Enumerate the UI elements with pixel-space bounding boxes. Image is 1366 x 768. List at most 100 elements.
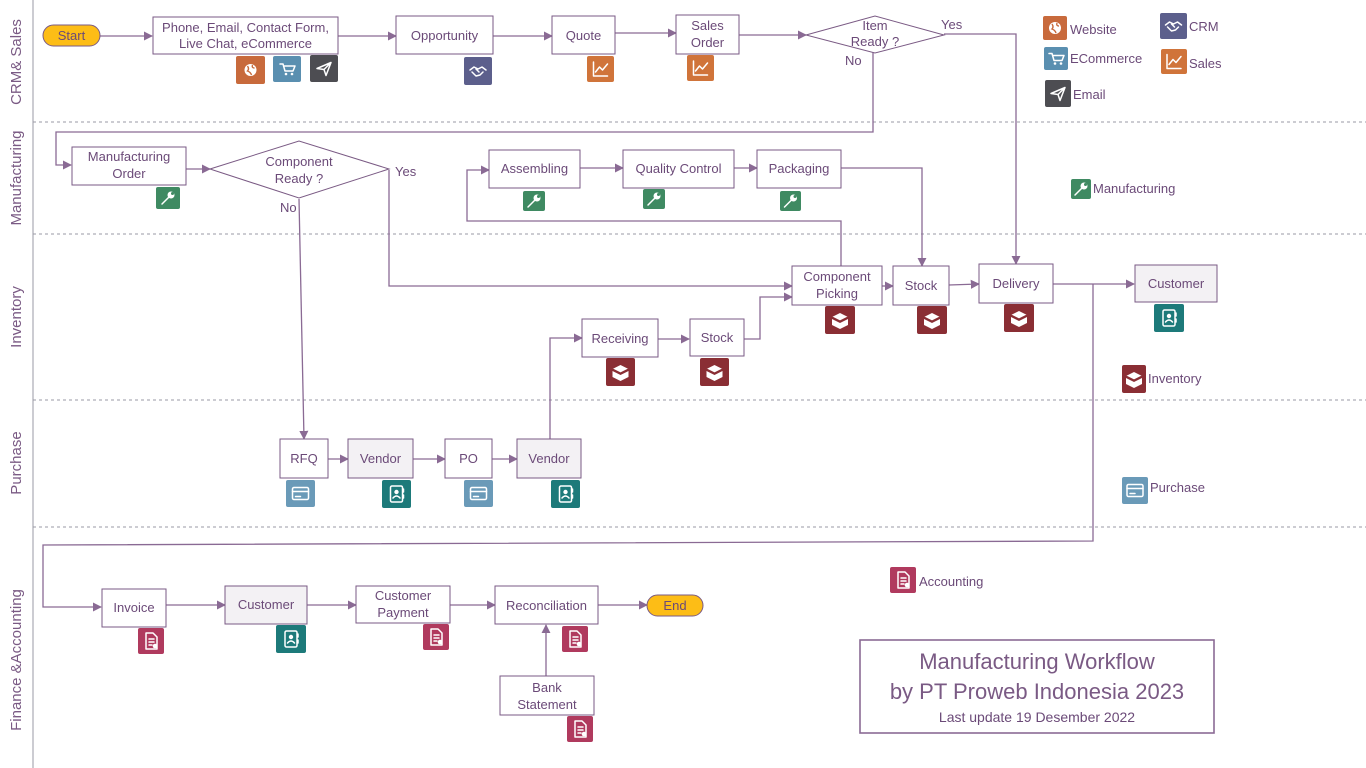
node-channels[interactable]: Phone, Email, Contact Form, Live Chat, e…	[152, 16, 339, 55]
node-quote-label: Quote	[566, 28, 601, 43]
sales-icon	[687, 55, 714, 81]
lane-label-finance: Finance &Accounting	[8, 589, 25, 731]
node-po[interactable]: PO	[444, 438, 493, 479]
node-reconciliation-label: Reconciliation	[506, 598, 587, 613]
legend-sales-label: Sales	[1189, 56, 1222, 71]
legend-website: Website	[1043, 16, 1117, 40]
node-sales-order-line2: Order	[691, 35, 725, 50]
manufacturing-icon	[780, 191, 801, 211]
decision-component-ready[interactable]: Component Ready ?	[208, 140, 391, 199]
node-customer-payment-line1: Customer	[375, 588, 432, 603]
decision-item-ready-line1: Item	[862, 18, 887, 33]
node-receiving-label: Receiving	[591, 331, 648, 346]
website-icon	[236, 56, 265, 84]
accounting-icon	[567, 716, 593, 742]
node-manufacturing-order-line2: Order	[112, 166, 146, 181]
contact-icon	[382, 480, 411, 508]
node-quality-control-label: Quality Control	[636, 161, 722, 176]
node-channels-line2: Live Chat, eCommerce	[179, 36, 312, 51]
decision-item-ready[interactable]: Item Ready ?	[804, 15, 946, 54]
contact-icon	[551, 480, 580, 508]
legend-purchase-label: Purchase	[1150, 480, 1205, 495]
purchase-icon	[464, 480, 493, 507]
start-terminal[interactable]: Start	[42, 24, 101, 47]
node-packaging[interactable]: Packaging	[756, 149, 842, 189]
item-ready-yes-label: Yes	[941, 17, 963, 32]
node-reconciliation[interactable]: Reconciliation	[494, 585, 599, 625]
legend-manufacturing: Manufacturing	[1071, 179, 1175, 199]
legend-accounting: Accounting	[890, 567, 983, 593]
node-bank-statement[interactable]: Bank Statement	[499, 675, 595, 716]
node-sales-order[interactable]: Sales Order	[675, 14, 740, 55]
component-ready-no-label: No	[280, 200, 297, 215]
node-channels-line1: Phone, Email, Contact Form,	[162, 20, 329, 35]
node-invoice-label: Invoice	[113, 600, 154, 615]
node-quote[interactable]: Quote	[551, 15, 616, 55]
node-component-picking-line1: Component	[803, 269, 871, 284]
node-manufacturing-order[interactable]: Manufacturing Order	[71, 146, 187, 186]
inventory-icon	[700, 358, 729, 386]
node-vendor-2-label: Vendor	[528, 451, 570, 466]
manufacturing-icon	[643, 189, 665, 209]
node-vendor-2[interactable]: Vendor	[516, 438, 582, 479]
node-rfq-label: RFQ	[290, 451, 317, 466]
node-rfq[interactable]: RFQ	[279, 438, 329, 479]
node-delivery[interactable]: Delivery	[978, 263, 1054, 304]
node-stock-top[interactable]: Stock	[892, 265, 950, 306]
accounting-icon	[562, 626, 588, 652]
legend-sales: Sales	[1161, 49, 1222, 74]
inventory-icon	[1004, 304, 1034, 332]
title-line-2: by PT Proweb Indonesia 2023	[890, 679, 1184, 704]
sales-icon	[587, 56, 614, 82]
legend-inventory: Inventory	[1122, 365, 1202, 393]
node-vendor-1[interactable]: Vendor	[347, 438, 414, 479]
lane-label-inventory: Inventory	[8, 286, 25, 348]
node-customer-finance[interactable]: Customer	[224, 585, 308, 625]
email-icon	[310, 55, 338, 82]
node-component-picking[interactable]: Component Picking	[791, 265, 883, 306]
legend-crm: CRM	[1160, 13, 1219, 39]
node-stock-bottom[interactable]: Stock	[689, 318, 745, 357]
node-receiving[interactable]: Receiving	[581, 318, 659, 358]
node-delivery-label: Delivery	[993, 276, 1040, 291]
node-stock-top-label: Stock	[905, 278, 938, 293]
legend-email-label: Email	[1073, 87, 1106, 102]
node-packaging-label: Packaging	[769, 161, 830, 176]
title-line-3: Last update 19 Desember 2022	[939, 709, 1135, 725]
node-invoice[interactable]: Invoice	[101, 588, 167, 628]
legend-crm-label: CRM	[1189, 19, 1219, 34]
manufacturing-icon	[156, 187, 180, 209]
legend-manufacturing-label: Manufacturing	[1093, 181, 1175, 196]
ecommerce-icon	[273, 56, 301, 82]
decision-component-ready-line2: Ready ?	[275, 171, 323, 186]
legend-email: Email	[1045, 80, 1106, 107]
legend-accounting-label: Accounting	[919, 574, 983, 589]
node-sales-order-line1: Sales	[691, 18, 724, 33]
node-assembling-label: Assembling	[501, 161, 568, 176]
lane-label-manufacturing: Manufacturing	[8, 130, 25, 225]
node-customer-inventory-label: Customer	[1148, 276, 1205, 291]
purchase-icon	[286, 480, 315, 507]
connectors	[42, 28, 1135, 676]
crm-icon	[464, 57, 492, 85]
accounting-icon	[423, 624, 449, 650]
node-customer-inventory[interactable]: Customer	[1134, 264, 1218, 303]
end-terminal[interactable]: End	[646, 594, 704, 617]
decision-item-ready-line2: Ready ?	[851, 34, 899, 49]
node-customer-payment[interactable]: Customer Payment	[355, 585, 451, 624]
item-ready-no-label: No	[845, 53, 862, 68]
inventory-icon	[825, 306, 855, 334]
node-assembling[interactable]: Assembling	[488, 149, 581, 189]
node-bank-statement-line2: Statement	[517, 697, 577, 712]
node-component-picking-line2: Picking	[816, 286, 858, 301]
node-vendor-1-label: Vendor	[360, 451, 402, 466]
node-manufacturing-order-line1: Manufacturing	[88, 149, 170, 164]
node-quality-control[interactable]: Quality Control	[622, 149, 735, 189]
legend: Website CRM ECommerce Sales Email Manufa…	[890, 13, 1222, 593]
node-stock-bottom-label: Stock	[701, 330, 734, 345]
legend-website-label: Website	[1070, 22, 1117, 37]
manufacturing-icon	[523, 191, 545, 211]
lane-label-purchase: Purchase	[8, 431, 25, 494]
node-opportunity[interactable]: Opportunity	[395, 15, 494, 55]
